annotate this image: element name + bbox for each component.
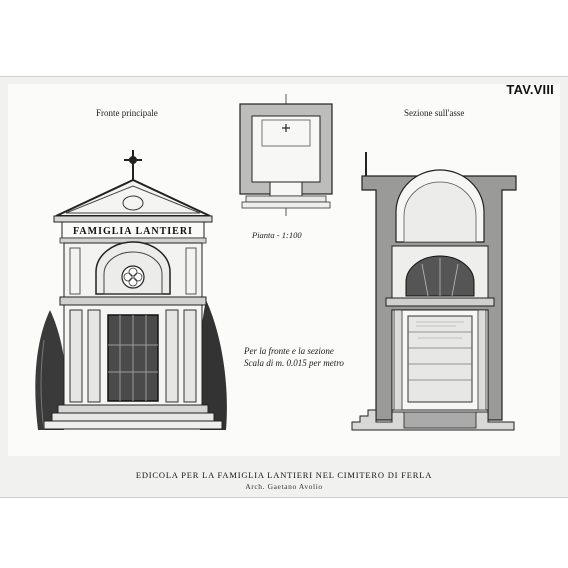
front-elevation-drawing: FAMIGLIA LANTIERI — [35, 150, 227, 431]
scale-note: Per la fronte e la sezione Scala di m. 0… — [244, 345, 344, 369]
right-tree — [198, 300, 227, 430]
left-tree — [35, 310, 67, 430]
facade-inscription: FAMIGLIA LANTIERI — [73, 226, 193, 237]
architect-credit: Arch. Gaetano Avolio — [245, 482, 323, 491]
plate-number: TAV.VIII — [506, 82, 554, 97]
front-elevation-label: Fronte principale — [96, 108, 158, 118]
plan-label: Pianta - 1:100 — [252, 230, 302, 240]
scale-note-line1: Per la fronte e la sezione — [244, 346, 334, 356]
cross-icon — [124, 150, 142, 180]
section-drawing — [351, 152, 517, 431]
plate-caption: EDICOLA PER LA FAMIGLIA LANTIERI NEL CIM… — [135, 470, 433, 480]
scale-note-line2: Scala di m. 0.015 per metro — [244, 358, 344, 368]
rose-window — [121, 265, 145, 289]
plan-cross-icon — [282, 124, 290, 132]
section-label: Sezione sull'asse — [404, 108, 465, 118]
plan-drawing — [239, 94, 333, 216]
